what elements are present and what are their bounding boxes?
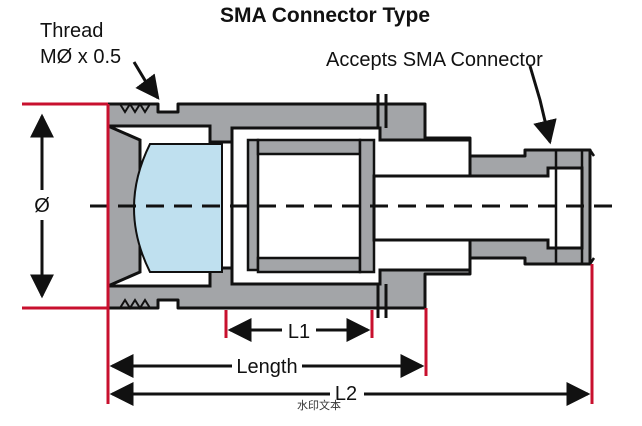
- thread-ridges: [119, 102, 151, 310]
- accepts-leader-arrow: [528, 65, 557, 145]
- l1-label-bg: [282, 316, 316, 344]
- thread-label-line1: Thread: [40, 20, 103, 42]
- diameter-label: Ø: [34, 195, 50, 217]
- thread-label-line2: MØ x 0.5: [40, 46, 121, 68]
- accepts-sma-label: Accepts SMA Connector: [326, 49, 543, 71]
- dimension-lines: [22, 102, 594, 404]
- diameter-label-bg: [30, 190, 54, 220]
- lens: [133, 143, 223, 273]
- rear-bore: [372, 166, 584, 250]
- thread-leader-arrow: [132, 61, 160, 100]
- l2-label-bg: [330, 380, 364, 406]
- retaining-clips: [376, 94, 388, 318]
- watermark-text: 水印文本: [297, 398, 341, 412]
- length-label-bg: [232, 351, 302, 379]
- l2-label: L2: [335, 383, 357, 405]
- l1-label: L1: [288, 321, 310, 343]
- length-label: Length: [236, 356, 297, 378]
- diagram-title: SMA Connector Type: [220, 4, 430, 27]
